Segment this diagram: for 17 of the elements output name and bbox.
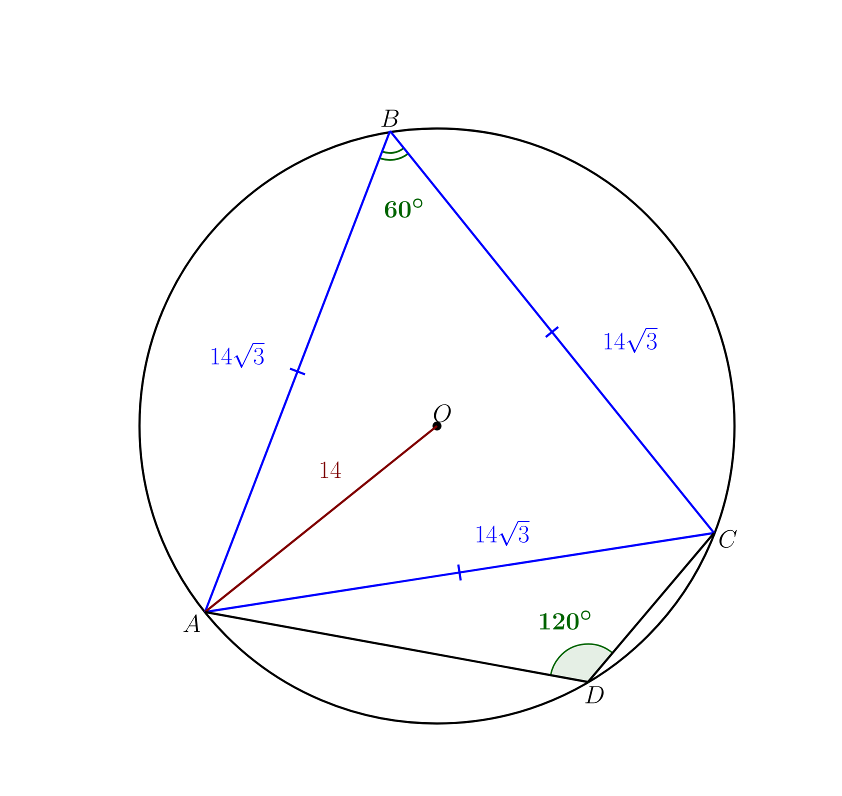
segment [587,532,715,683]
point-label: $D$ [585,686,604,704]
angle-label: $120^\circ$ [540,610,590,630]
point-label: $C$ [719,530,737,548]
point-label: $O$ [434,404,451,422]
edge-label: $14\sqrt{3}$ [474,519,530,547]
segment [204,425,438,613]
angle-label: $60^\circ$ [384,198,422,218]
segment [204,532,714,614]
segment [389,130,715,534]
segment [204,610,588,684]
point-label: $B$ [381,110,399,127]
point-label: $A$ [183,614,200,632]
edge-label: $14$ [318,460,342,480]
edge-label: $14\sqrt{3}$ [602,326,658,354]
segment [204,130,392,612]
edge-label: $14\sqrt{3}$ [208,341,266,369]
